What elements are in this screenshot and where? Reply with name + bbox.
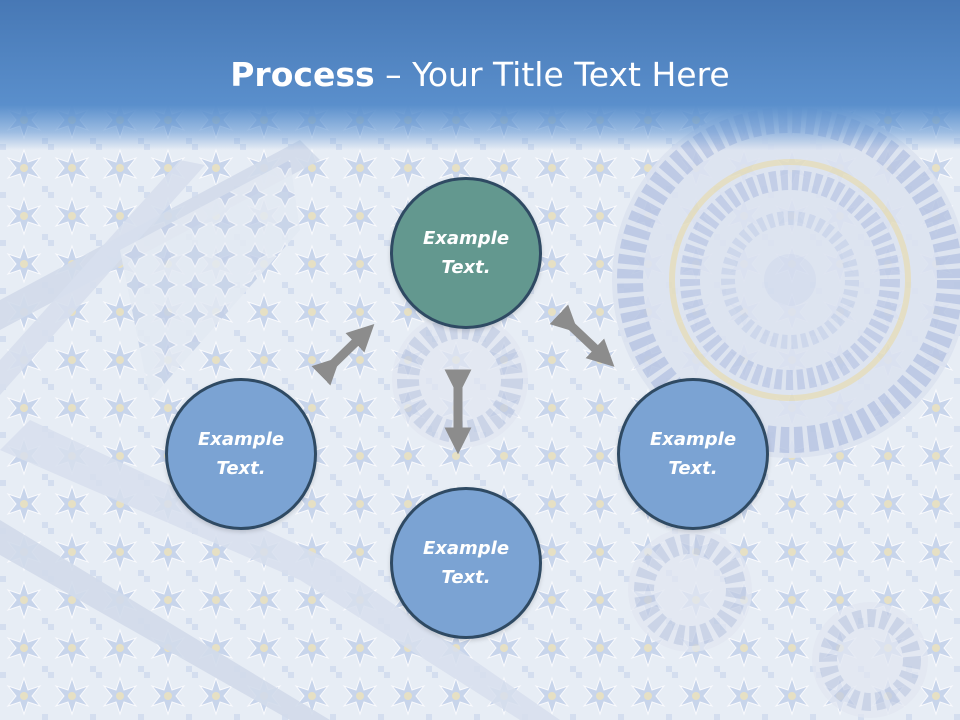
node-left-line2: Text. — [216, 458, 266, 479]
node-top-line2: Text. — [441, 257, 491, 278]
arrow-top-left — [311, 323, 375, 386]
slide-title: Process – Your Title Text Here — [0, 52, 960, 98]
arrow-top-right — [549, 304, 615, 367]
node-right-line1: Example — [649, 429, 737, 450]
title-separator: – — [374, 55, 413, 94]
node-top-line1: Example — [422, 228, 510, 249]
node-bottom-line1: Example — [422, 538, 510, 559]
node-left-line1: Example — [197, 429, 285, 450]
node-bottom-line2: Text. — [441, 567, 491, 588]
title-rest: Your Title Text Here — [412, 55, 730, 94]
node-right-line2: Text. — [668, 458, 718, 479]
title-bold: Process — [230, 55, 375, 94]
title-banner: Process – Your Title Text Here — [0, 0, 960, 150]
